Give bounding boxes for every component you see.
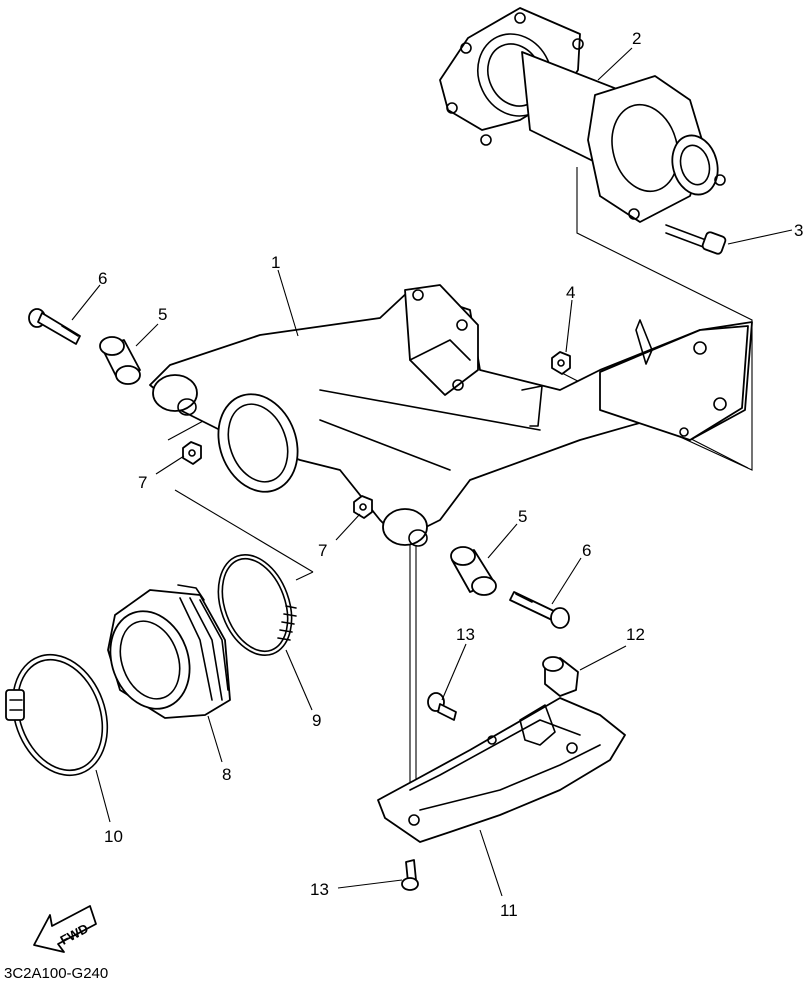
bolt-part-13-upper[interactable]	[427, 692, 457, 721]
collar-part-5-upper[interactable]	[99, 336, 141, 385]
callout-13-upper: 13	[456, 625, 475, 644]
callout-4: 4	[566, 283, 575, 302]
callout-10: 10	[104, 827, 123, 846]
nut-part-7-upper[interactable]	[182, 441, 202, 465]
callout-7-upper: 7	[138, 473, 147, 492]
callout-6-lower: 6	[582, 541, 591, 560]
swingarm-part[interactable]	[149, 284, 753, 547]
nut-part-7-lower[interactable]	[353, 495, 373, 519]
callout-3: 3	[794, 221, 803, 240]
axle-housing-part[interactable]	[439, 7, 726, 223]
nut-part-4[interactable]	[551, 351, 571, 375]
bolt-part-3[interactable]	[665, 224, 727, 255]
callout-8: 8	[222, 765, 231, 784]
boot-part-8[interactable]	[97, 584, 231, 720]
band-part-9[interactable]	[205, 545, 304, 666]
bolt-part-6-upper[interactable]	[28, 308, 81, 345]
callout-5-lower: 5	[518, 507, 527, 526]
callout-6-upper: 6	[98, 269, 107, 288]
callout-1: 1	[271, 253, 280, 272]
guard-part-11[interactable]	[377, 697, 626, 843]
diagram-code: 3C2A100-G240	[4, 965, 108, 982]
callout-5-upper: 5	[158, 305, 167, 324]
bolt-part-6-lower[interactable]	[509, 591, 570, 629]
collar-part-5-lower[interactable]	[450, 546, 497, 596]
leader-lines	[71, 47, 793, 897]
assembly-lines	[167, 167, 753, 835]
fwd-arrow-icon: FWD	[33, 905, 97, 953]
callout-9: 9	[312, 711, 321, 730]
clamp-part-10[interactable]	[0, 641, 123, 788]
callout-7-lower: 7	[318, 541, 327, 560]
callout-12: 12	[626, 625, 645, 644]
callout-2: 2	[632, 29, 641, 48]
bolt-part-13-lower[interactable]	[401, 859, 419, 891]
callout-11: 11	[500, 901, 518, 920]
callout-13-lower: 13	[310, 880, 329, 899]
cushion-part-12[interactable]	[542, 656, 579, 697]
